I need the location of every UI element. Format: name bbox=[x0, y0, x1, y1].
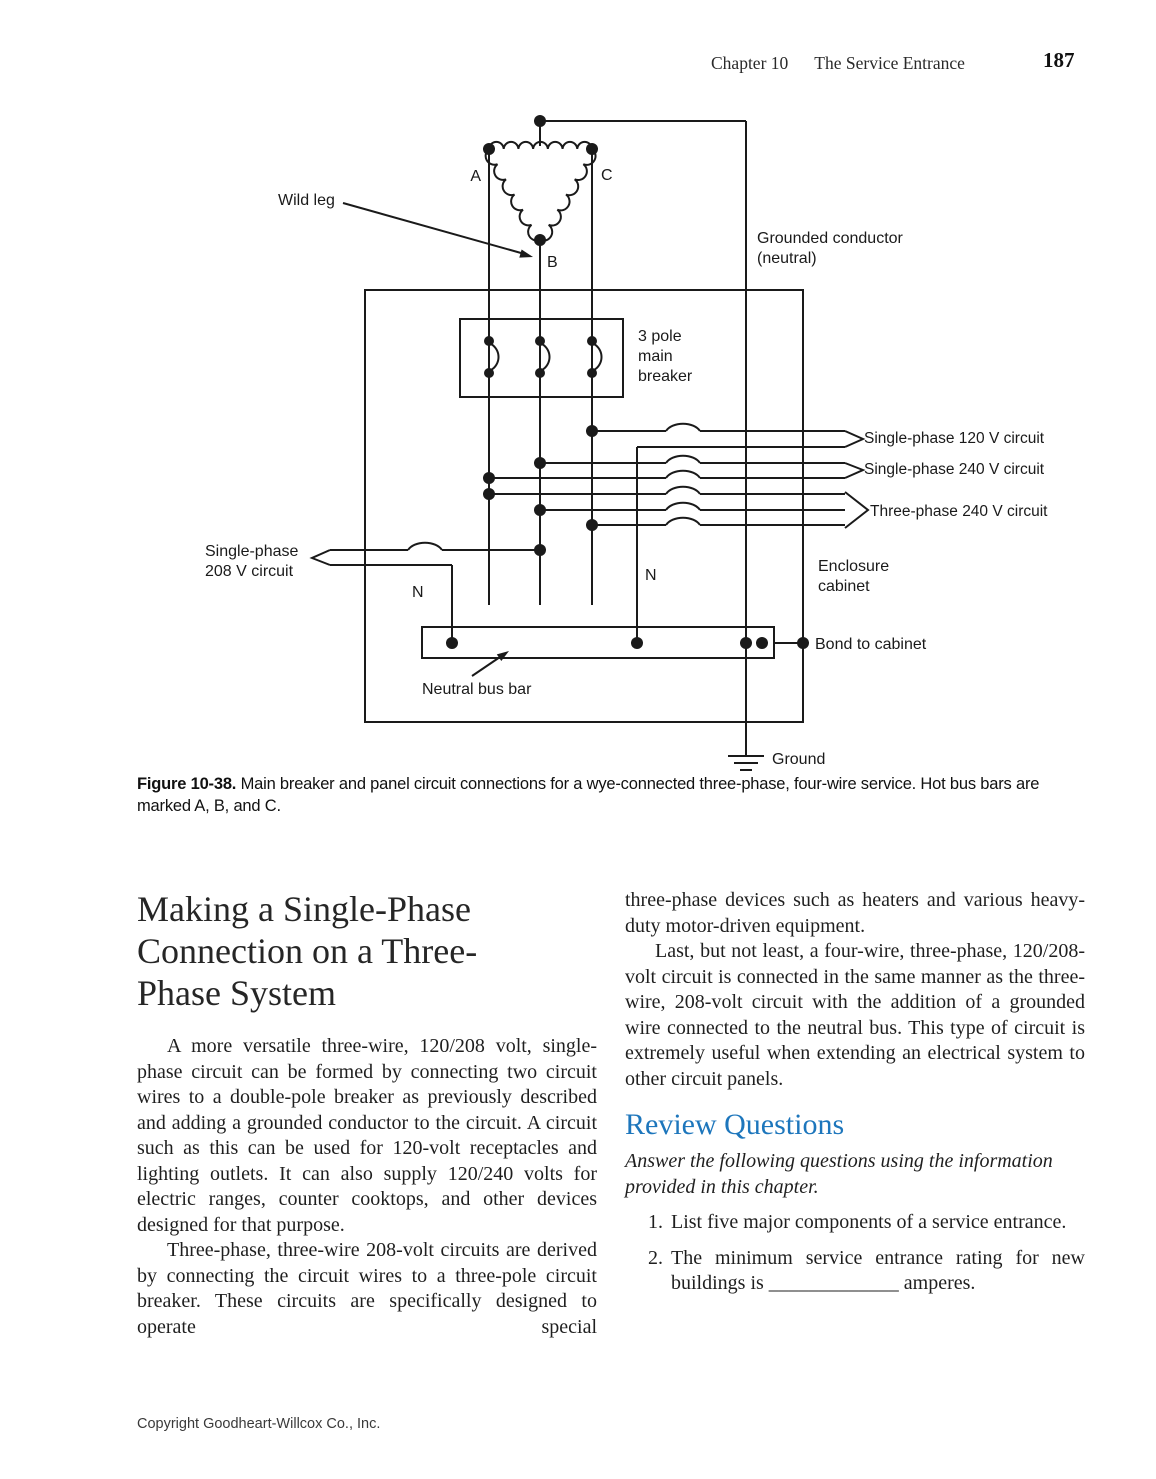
grounded-conductor-label-line2: (neutral) bbox=[757, 250, 817, 267]
wild-leg-label: Wild leg bbox=[278, 192, 335, 209]
figure-caption-text: Main breaker and panel circuit connectio… bbox=[137, 775, 1040, 815]
circuit-120v-label: Single-phase 120 V circuit bbox=[864, 430, 1045, 447]
neutral-bus-bar bbox=[421, 626, 775, 659]
phase-a-label: A bbox=[470, 168, 481, 185]
neutral-label-right: N bbox=[645, 567, 657, 584]
article-heading-line2: Connection on a Three- bbox=[137, 931, 478, 971]
single-phase-120v-circuit-wires bbox=[586, 422, 866, 643]
bond-to-cabinet-label: Bond to cabinet bbox=[815, 636, 927, 653]
enclosure-label-line2: cabinet bbox=[818, 578, 870, 595]
ground-label: Ground bbox=[772, 751, 825, 768]
single-phase-240v-circuit-wires bbox=[483, 454, 866, 484]
article-heading-line3: Phase System bbox=[137, 973, 337, 1013]
review-question-item: 1. List five major components of a servi… bbox=[631, 1210, 1085, 1236]
page-number: 187 bbox=[1043, 48, 1075, 72]
body-paragraph-continuation: three-phase devices such as heaters and … bbox=[625, 889, 1085, 937]
circuit-3phase-label: Three-phase 240 V circuit bbox=[870, 503, 1048, 520]
single-phase-208v-circuit-wires bbox=[309, 541, 546, 643]
right-column: three-phase devices such as heaters and … bbox=[625, 888, 1085, 1297]
breaker-label-line3: breaker bbox=[638, 368, 693, 385]
breaker-label-line1: 3 pole bbox=[638, 328, 682, 345]
wiring-diagram-figure: A C B Wild leg Grounded conductor (neutr… bbox=[205, 115, 1048, 771]
figure-number: Figure 10-38. bbox=[137, 775, 237, 793]
question-number: 1. bbox=[648, 1211, 663, 1233]
three-pole-main-breaker bbox=[459, 318, 624, 398]
section-title: The Service Entrance bbox=[814, 53, 965, 73]
article-heading: Making a Single-Phase Connection on a Th… bbox=[137, 888, 597, 1014]
chapter-label: Chapter 10 bbox=[711, 53, 789, 73]
left-column: Making a Single-Phase Connection on a Th… bbox=[137, 888, 597, 1340]
circuit-208v-label-line2: 208 V circuit bbox=[205, 563, 294, 580]
running-header: Chapter 10 The Service Entrance bbox=[711, 53, 965, 74]
review-questions-heading: Review Questions bbox=[625, 1108, 845, 1141]
copyright-footer: Copyright Goodheart-Willcox Co., Inc. bbox=[137, 1416, 381, 1432]
neutral-bus-bar-label: Neutral bus bar bbox=[422, 681, 532, 698]
three-phase-240v-circuit-wires bbox=[483, 485, 870, 531]
body-paragraph: Three-phase, three-wire 208-volt circuit… bbox=[137, 1239, 597, 1338]
question-text: The minimum service entrance rating for … bbox=[671, 1246, 1085, 1295]
circuit-240v-label: Single-phase 240 V circuit bbox=[864, 461, 1045, 478]
question-number: 2. bbox=[648, 1246, 663, 1269]
neutral-conductor-wire bbox=[539, 120, 747, 756]
figure-caption: Figure 10-38. Main breaker and panel cir… bbox=[137, 774, 1077, 817]
body-paragraph: Last, but not least, a four-wire, three-… bbox=[625, 940, 1085, 1090]
wild-leg-callout: Wild leg bbox=[278, 192, 533, 258]
bond-to-cabinet-wire bbox=[774, 637, 809, 649]
enclosure-label-line1: Enclosure bbox=[818, 558, 889, 575]
neutral-label-left: N bbox=[412, 584, 424, 601]
circuit-208v-label-line1: Single-phase bbox=[205, 543, 299, 560]
neutral-bus-bar-callout: Neutral bus bar bbox=[422, 651, 532, 698]
phase-c-label: C bbox=[601, 167, 613, 184]
breaker-label-line2: main bbox=[638, 348, 673, 365]
body-paragraph: A more versatile three-wire, 120/208 vol… bbox=[137, 1035, 597, 1236]
article-heading-line1: Making a Single-Phase bbox=[137, 889, 471, 929]
grounded-conductor-label-line1: Grounded conductor bbox=[757, 230, 904, 247]
review-instructions: Answer the following questions using the… bbox=[625, 1150, 1053, 1198]
enclosure-cabinet-outline bbox=[364, 289, 804, 723]
review-question-item: 2. The minimum service entrance rating f… bbox=[631, 1246, 1085, 1297]
phase-b-label: B bbox=[547, 254, 558, 271]
ground-symbol bbox=[728, 755, 764, 771]
question-text: List five major components of a service … bbox=[671, 1211, 1067, 1233]
